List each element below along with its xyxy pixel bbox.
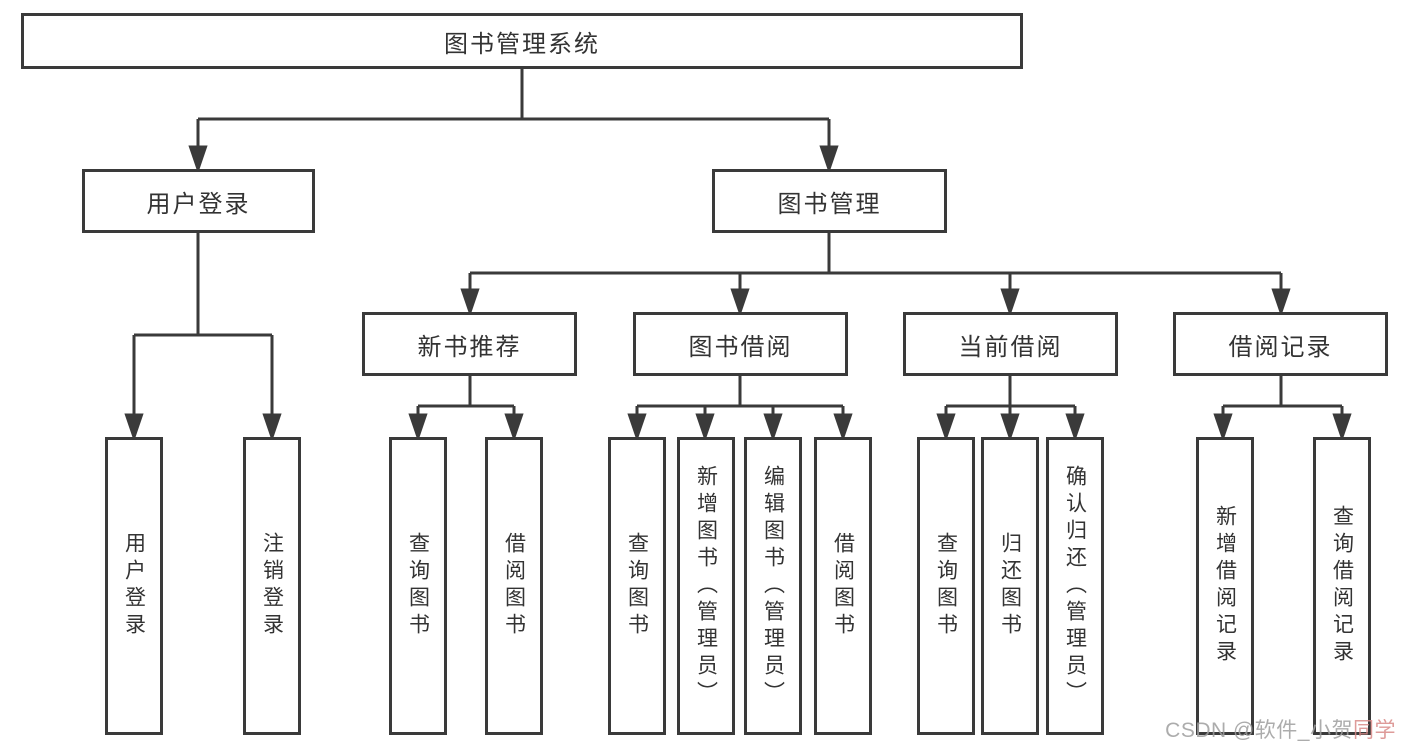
node-root: 图书管理系统	[21, 13, 1023, 69]
watermark: CSDN @软件_小贺同学	[1165, 714, 1396, 744]
leaf-recommend-borrow-books: 借阅图书	[485, 437, 543, 735]
node-label: 图书借阅	[688, 333, 793, 361]
watermark-text: CSDN @软件_小贺	[1165, 719, 1353, 742]
connector-records-to-children	[1213, 376, 1352, 442]
connector-manage-to-level3	[460, 233, 1291, 317]
node-book-management: 图书管理	[712, 169, 947, 233]
arrow-down-icon	[460, 288, 480, 317]
node-label: 图书管理	[777, 190, 882, 218]
arrow-down-icon	[763, 413, 783, 442]
leaf-borrow-borrow-books: 借阅图书	[814, 437, 872, 735]
leaf-records-query-record: 查询借阅记录	[1313, 437, 1371, 735]
arrow-down-icon	[1000, 413, 1020, 442]
node-new-book-recommend: 新书推荐	[362, 312, 577, 376]
connector-login-to-children	[124, 233, 282, 442]
arrow-down-icon	[695, 413, 715, 442]
arrow-down-icon	[1213, 413, 1233, 442]
leaf-current-return-books: 归还图书	[981, 437, 1039, 735]
node-label: 借阅图书	[502, 532, 526, 640]
node-label: 查询图书	[406, 532, 430, 640]
node-label: 新增图书（管理员）	[694, 464, 718, 708]
arrow-down-icon	[833, 413, 853, 442]
arrow-down-icon	[1332, 413, 1352, 442]
node-current-borrow: 当前借阅	[903, 312, 1118, 376]
node-label: 用户登录	[122, 532, 146, 640]
node-label: 图书管理系统	[444, 30, 600, 58]
leaf-current-confirm-return-admin: 确认归还（管理员）	[1046, 437, 1104, 735]
node-label: 新书推荐	[417, 333, 522, 361]
leaf-borrow-query-books: 查询图书	[608, 437, 666, 735]
node-label: 用户登录	[146, 190, 251, 218]
node-borrow-records: 借阅记录	[1173, 312, 1388, 376]
node-book-borrow: 图书借阅	[633, 312, 848, 376]
leaf-records-add-record: 新增借阅记录	[1196, 437, 1254, 735]
connector-root-to-level2	[188, 69, 839, 174]
leaf-logout: 注销登录	[243, 437, 301, 735]
leaf-borrow-add-books-admin: 新增图书（管理员）	[677, 437, 735, 735]
arrow-down-icon	[1065, 413, 1085, 442]
node-label: 新增借阅记录	[1213, 505, 1237, 667]
node-label: 确认归还（管理员）	[1063, 464, 1087, 708]
node-label: 当前借阅	[958, 333, 1063, 361]
node-label: 归还图书	[998, 532, 1022, 640]
node-label: 查询借阅记录	[1330, 505, 1354, 667]
leaf-borrow-edit-books-admin: 编辑图书（管理员）	[744, 437, 802, 735]
arrow-down-icon	[1271, 288, 1291, 317]
leaf-current-query-books: 查询图书	[917, 437, 975, 735]
arrow-down-icon	[504, 413, 524, 442]
node-label: 注销登录	[260, 532, 284, 640]
arrow-down-icon	[408, 413, 428, 442]
arrow-down-icon	[627, 413, 647, 442]
leaf-recommend-query-books: 查询图书	[389, 437, 447, 735]
node-label: 查询图书	[934, 532, 958, 640]
arrow-down-icon	[1000, 288, 1020, 317]
node-label: 借阅记录	[1228, 333, 1333, 361]
watermark-text-accent: 同学	[1353, 719, 1396, 742]
connector-borrow-to-children	[627, 376, 853, 442]
node-label: 查询图书	[625, 532, 649, 640]
leaf-user-login: 用户登录	[105, 437, 163, 735]
node-user-login: 用户登录	[82, 169, 315, 233]
arrow-down-icon	[262, 413, 282, 442]
connector-current-to-children	[936, 376, 1085, 442]
arrow-down-icon	[819, 145, 839, 174]
node-label: 借阅图书	[831, 532, 855, 640]
arrow-down-icon	[936, 413, 956, 442]
node-label: 编辑图书（管理员）	[761, 464, 785, 708]
connector-recommend-to-children	[408, 376, 524, 442]
arrow-down-icon	[124, 413, 144, 442]
arrow-down-icon	[188, 145, 208, 174]
arrow-down-icon	[730, 288, 750, 317]
